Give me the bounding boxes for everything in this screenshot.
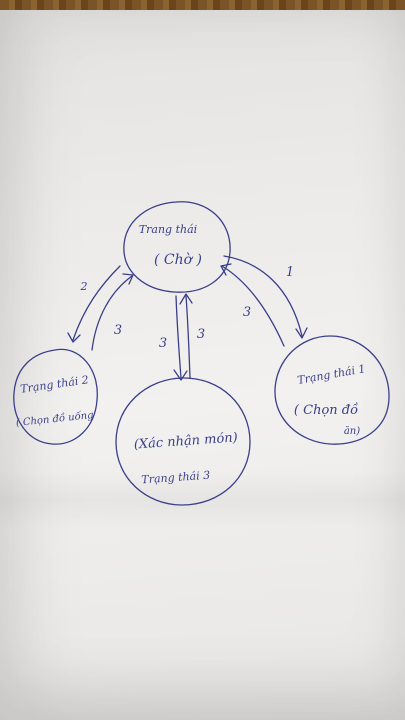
edge-center-to-state-2-line (72, 265, 121, 341)
edge-state-1-to-center-line (221, 265, 285, 347)
state-center-title: Trang thái (139, 223, 197, 236)
state-3-circle (115, 377, 251, 506)
state-3-title: (Xác nhận món) (133, 430, 238, 452)
edge-state-1-to-center-label: 3 (243, 305, 251, 320)
edge-state-3-to-center: 3 (179, 293, 205, 379)
state-2: Trạng thái 2 ( Chọn đồ uống (13, 348, 98, 445)
arrowhead (179, 293, 193, 305)
state-3: (Xác nhận món) Trạng thái 3 (115, 377, 251, 506)
arrowhead (173, 369, 188, 381)
state-1: Trạng thái 1 ( Chọn đồ ăn) (274, 335, 390, 445)
edge-state-2-to-center-label: 3 (114, 323, 122, 338)
edge-state-3-to-center-line (185, 295, 191, 379)
state-center: Trang thái ( Chờ ) (123, 201, 231, 293)
edge-center-to-state-1: 1 (223, 255, 308, 339)
state-center-circle (123, 201, 231, 293)
edge-state-2-to-center: 3 (91, 273, 134, 351)
state-3-subtitle: Trạng thái 3 (141, 469, 211, 487)
state-1-subtitle-2: ăn) (344, 426, 360, 437)
edge-center-to-state-3: 3 (159, 295, 188, 381)
state-2-circle (13, 348, 98, 445)
arrowhead (122, 273, 134, 285)
state-2-subtitle: ( Chọn đồ uống (15, 410, 94, 429)
arrowhead (295, 327, 308, 339)
edge-center-to-state-2: 2 (67, 265, 121, 343)
state-1-title: Trạng thái 1 (296, 362, 366, 387)
edge-center-to-state-1-line (223, 255, 303, 337)
edge-center-to-state-1-label: 1 (286, 265, 294, 280)
state-1-subtitle: ( Chọn đồ (294, 402, 358, 418)
edge-state-1-to-center: 3 (220, 263, 285, 347)
paper-sheet (0, 10, 405, 720)
edge-state-2-to-center-line (91, 275, 133, 351)
edge-center-to-state-2-label: 2 (80, 280, 88, 293)
arrowhead (220, 263, 232, 276)
edge-center-to-state-3-line (175, 295, 182, 379)
state-center-subtitle: ( Chờ ) (154, 252, 202, 268)
arrowhead (67, 332, 81, 343)
paper-fold-shadow (0, 470, 405, 530)
edge-center-to-state-3-label: 3 (159, 336, 167, 351)
edge-state-3-to-center-label: 3 (197, 327, 205, 342)
state-2-title: Trạng thái 2 (20, 373, 90, 395)
state-1-circle (274, 335, 390, 445)
